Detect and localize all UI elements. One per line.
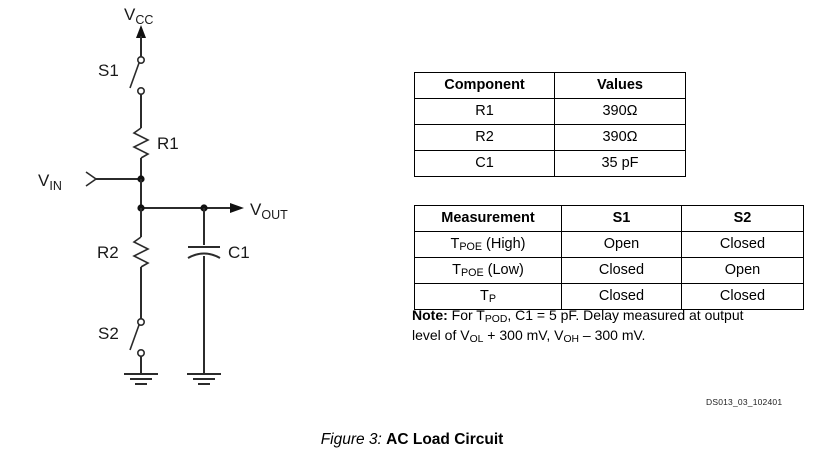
figure-title: AC Load Circuit	[386, 431, 504, 448]
cell-component: R2	[414, 124, 555, 151]
cell-s1-state: Open	[561, 231, 682, 258]
document-id-stamp: DS013_03_102401	[706, 397, 783, 407]
ground-symbol-right	[187, 373, 221, 385]
note-prefix: Note:	[412, 307, 448, 323]
header-component: Component	[414, 72, 555, 99]
cell-s2-state: Closed	[681, 283, 804, 310]
vout-label: VOUT	[250, 200, 288, 222]
resistor-r2-label: R2	[97, 243, 119, 262]
cell-s2-state: Open	[681, 257, 804, 284]
table-row: TPOE (Low) Closed Open	[414, 257, 804, 284]
cell-component: C1	[414, 150, 555, 177]
vin-port-arrow-icon	[85, 171, 98, 187]
cell-value: 35 pF	[554, 150, 686, 177]
measurement-subscript: P	[488, 293, 496, 306]
vcc-arrow-icon	[136, 25, 146, 57]
figure-caption: Figure 3: AC Load Circuit	[0, 431, 824, 449]
switch-s1-label: S1	[98, 61, 119, 80]
vout-arrow-icon	[230, 203, 244, 213]
switch-s1[interactable]	[129, 55, 146, 96]
resistor-r1-symbol	[132, 127, 150, 159]
figure-note: Note: For TPOD, C1 = 5 pF. Delay measure…	[412, 306, 762, 346]
component-values-table: Component Values R1 390Ω R2 390Ω C1 35 p…	[414, 72, 686, 177]
table-row: TP Closed Closed	[414, 283, 804, 310]
cell-s2-state: Closed	[681, 231, 804, 258]
measurement-symbol: T	[452, 261, 461, 278]
cell-s1-state: Closed	[561, 257, 682, 284]
header-measurement: Measurement	[414, 205, 562, 232]
vin-label: VIN	[38, 171, 62, 193]
ground-symbol-left	[124, 373, 158, 385]
note-text-a: For T	[447, 307, 485, 323]
measurement-qualifier: (Low)	[483, 261, 524, 278]
switch-s2[interactable]	[129, 317, 146, 357]
ac-load-circuit-schematic: VCC S1 R1 VIN	[38, 5, 288, 385]
table-row: C1 35 pF	[414, 150, 686, 177]
capacitor-c1-label: C1	[228, 243, 250, 262]
resistor-r1-label: R1	[157, 134, 179, 153]
measurement-symbol: T	[450, 235, 460, 252]
cell-component: R1	[414, 98, 555, 125]
cell-value: 390Ω	[554, 98, 686, 125]
cell-value: 390Ω	[554, 124, 686, 151]
vcc-label: VCC	[124, 5, 153, 27]
measurement-subscript: POE	[459, 241, 482, 254]
table-row: R2 390Ω	[414, 124, 686, 151]
table-row: TPOE (High) Open Closed	[414, 231, 804, 258]
header-s1: S1	[561, 205, 682, 232]
measurement-conditions-table: Measurement S1 S2 TPOE (High) Open Close…	[414, 205, 804, 310]
figure-number: Figure 3:	[320, 431, 382, 448]
cell-measurement: TPOE (High)	[414, 231, 562, 258]
measurement-qualifier: (High)	[481, 235, 526, 252]
note-subscript-vol: OL	[469, 334, 484, 346]
cell-measurement: TP	[414, 283, 562, 310]
note-text-d: – 300 mV.	[579, 326, 646, 343]
header-values: Values	[554, 72, 686, 99]
note-subscript-pod: POD	[484, 314, 508, 326]
table-row: R1 390Ω	[414, 98, 686, 125]
note-text-c: + 300 mV, V	[483, 326, 564, 343]
measurement-symbol: T	[479, 287, 489, 304]
note-subscript-voh: OH	[563, 334, 580, 346]
capacitor-c1-symbol	[187, 246, 221, 259]
table-header-row: Measurement S1 S2	[414, 205, 804, 232]
cell-measurement: TPOE (Low)	[414, 257, 562, 284]
table-header-row: Component Values	[414, 72, 686, 99]
header-s2: S2	[681, 205, 804, 232]
note-text-b: , C1 = 5 pF. Delay measured at output le…	[412, 307, 744, 343]
resistor-r2-symbol	[132, 236, 150, 268]
switch-s2-label: S2	[98, 324, 119, 343]
measurement-subscript: POE	[460, 267, 484, 280]
